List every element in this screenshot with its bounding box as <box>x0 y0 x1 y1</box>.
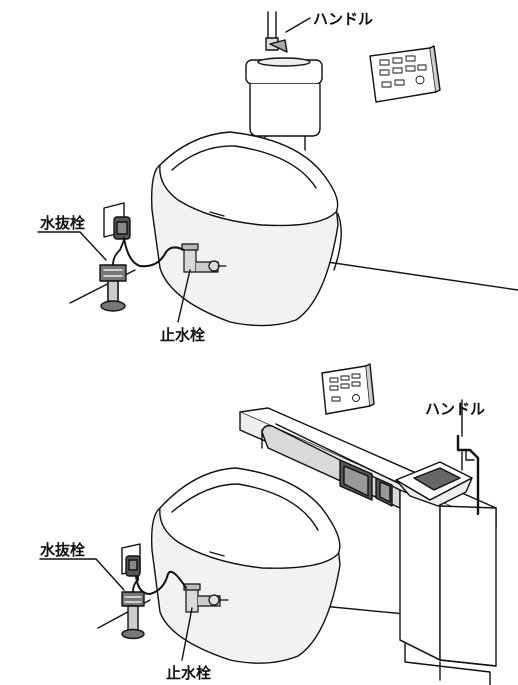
bottom-toilet-icon <box>150 467 341 664</box>
top-drain-valve-label: 水抜栓 <box>40 214 85 232</box>
top-supply-pipe <box>267 11 277 41</box>
top-toilet-icon <box>150 131 342 327</box>
top-remote-control-icon <box>369 45 441 103</box>
bottom-drain-valve-icon <box>121 575 145 640</box>
bottom-hand-wash-cabinet <box>399 489 497 685</box>
bottom-handle-icon <box>456 411 480 516</box>
top-handle-icon <box>265 17 311 53</box>
bottom-stop-valve-icon <box>183 583 229 613</box>
bottom-handle-label: ハンドル <box>425 400 485 418</box>
top-stop-valve-leader <box>177 269 191 323</box>
bottom-power-outlet-icon <box>121 543 141 577</box>
top-handle-label: ハンドル <box>313 10 373 28</box>
bottom-drain-valve-leader <box>39 558 125 591</box>
top-scene <box>37 11 518 327</box>
top-power-outlet-icon <box>103 202 131 240</box>
bottom-drain-valve-label: 水抜栓 <box>40 541 85 559</box>
bottom-remote-control-icon <box>321 363 375 415</box>
top-drain-valve-icon <box>99 239 127 312</box>
top-tank-icon <box>245 57 323 151</box>
top-stop-valve-icon <box>181 243 227 273</box>
bottom-hose <box>135 570 187 595</box>
bottom-hand-wash-basin-icon <box>395 461 473 507</box>
bottom-scene <box>39 363 497 685</box>
bottom-stop-valve-leader <box>181 607 193 661</box>
bottom-stop-valve-label: 止水栓 <box>166 664 211 682</box>
top-hose <box>123 237 185 268</box>
top-stop-valve-label: 止水栓 <box>160 326 205 344</box>
top-drain-valve-leader <box>37 231 107 261</box>
